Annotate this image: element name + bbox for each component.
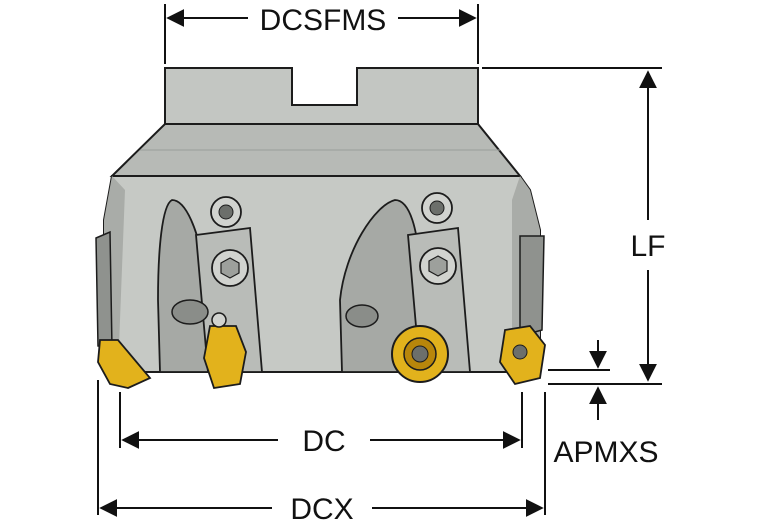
- label-lf: LF: [630, 230, 665, 263]
- drive-block: [164, 67, 479, 125]
- insert-right-center: [391, 325, 449, 383]
- insert-left-edge: [97, 339, 152, 389]
- cutter-body: [95, 67, 545, 373]
- label-dc: DC: [302, 425, 345, 458]
- insert-right-edge: [499, 325, 546, 386]
- right-side-pocket: [519, 235, 545, 337]
- label-dcsfms: DCSFMS: [260, 4, 387, 37]
- insert-screw-icon: [411, 345, 429, 363]
- left-side-pocket: [95, 230, 113, 349]
- dimension-lines: [97, 4, 662, 517]
- insert-left-center: [203, 312, 247, 390]
- label-apmxs: APMXS: [553, 436, 658, 469]
- label-dcx: DCX: [290, 493, 353, 523]
